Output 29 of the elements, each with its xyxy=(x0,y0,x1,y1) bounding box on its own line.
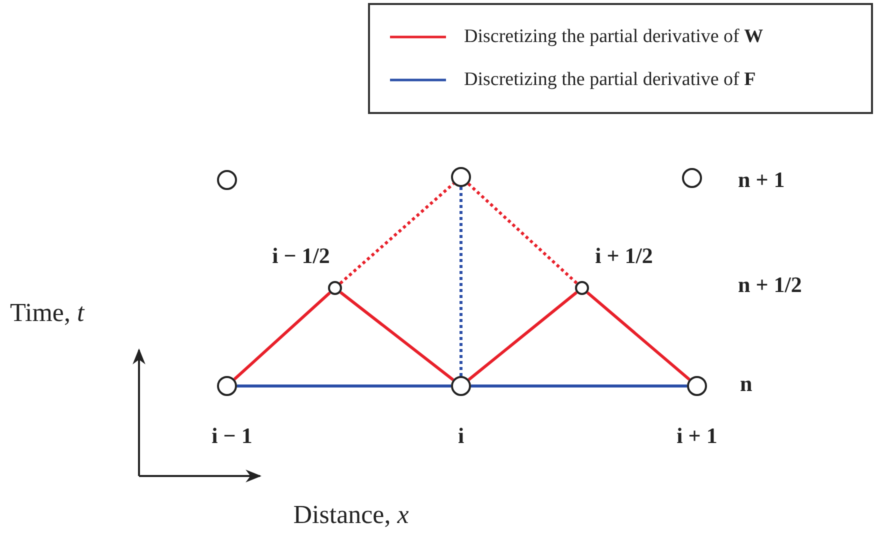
grid-point xyxy=(217,376,237,396)
legend-text: Discretizing the partial derivative of W xyxy=(464,25,764,49)
axis-label: Time, t xyxy=(10,300,84,326)
grid-point xyxy=(451,376,471,396)
grid-connector xyxy=(468,291,578,381)
grid-index-label: i − 1/2 xyxy=(272,245,330,267)
grid-index-label: n + 1 xyxy=(738,169,785,191)
grid-point xyxy=(575,281,589,295)
grid-index-label: i xyxy=(458,425,464,447)
legend-text: Discretizing the partial derivative of F xyxy=(464,68,756,92)
grid-index-label: n xyxy=(740,373,752,395)
grid-point xyxy=(682,168,702,188)
grid-index-label: i + 1 xyxy=(676,425,718,447)
grid-index-label: n + 1/2 xyxy=(738,274,802,296)
grid-point xyxy=(328,281,342,295)
grid-point xyxy=(217,170,237,190)
grid-connector xyxy=(460,187,462,376)
grid-connector xyxy=(237,384,451,388)
grid-connector xyxy=(340,291,454,382)
grid-connector xyxy=(471,384,687,388)
grid-index-label: i − 1 xyxy=(212,425,252,447)
grid-connector xyxy=(233,292,331,380)
grid-connector xyxy=(339,182,454,284)
grid-point xyxy=(687,376,707,396)
axis-label: Distance, x xyxy=(293,502,409,528)
grid-connector xyxy=(586,291,690,381)
grid-index-label: i + 1/2 xyxy=(595,245,653,267)
grid-connector xyxy=(467,182,578,284)
grid-point xyxy=(451,167,471,187)
